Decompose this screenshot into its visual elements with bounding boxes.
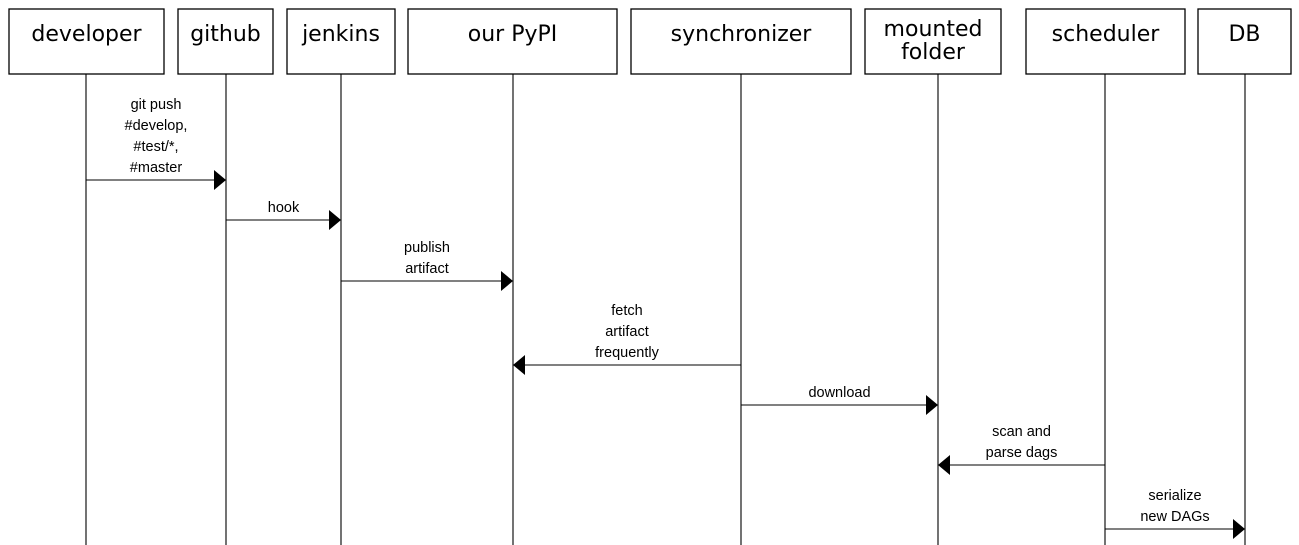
message-synchronizer-to-pypi: fetch artifact frequently [513, 303, 741, 375]
message-scheduler-to-db: serialize new DAGs [1105, 488, 1245, 539]
participant-label: our PyPI [468, 22, 557, 47]
message-label: hook [268, 200, 300, 216]
participant-github: github [177, 8, 274, 75]
participant-box [286, 8, 396, 75]
messages: git push #develop, #test/*, #master hook publ… [86, 97, 1245, 539]
participant-synchronizer: synchronizer [630, 8, 852, 75]
participant-box [407, 8, 618, 75]
message-label: frequently [595, 345, 659, 361]
message-label: #develop, [125, 118, 188, 134]
participant-label: github [190, 22, 261, 47]
participant-box [864, 8, 1002, 75]
participant-label: jenkins [301, 22, 380, 47]
arrowhead-icon [926, 395, 938, 415]
participant-scheduler: scheduler [1025, 8, 1186, 75]
message-label: new DAGs [1140, 509, 1209, 525]
message-label: git push [131, 97, 182, 113]
participant-label: folder [901, 40, 966, 65]
message-github-to-jenkins: hook [226, 200, 341, 230]
participant-label: scheduler [1052, 22, 1161, 47]
participants: developer github jenkins our PyPI synchroniz… [8, 8, 1292, 75]
message-label: publish [404, 240, 450, 256]
arrowhead-icon [329, 210, 341, 230]
message-jenkins-to-pypi: publish artifact [341, 240, 513, 291]
arrowhead-icon [938, 455, 950, 475]
participant-label: developer [31, 22, 142, 47]
message-label: artifact [605, 324, 649, 340]
arrowhead-icon [513, 355, 525, 375]
participant-db: DB [1197, 8, 1292, 75]
participant-box [8, 8, 165, 75]
message-label: #master [130, 160, 183, 176]
arrowhead-icon [501, 271, 513, 291]
participant-box [630, 8, 852, 75]
participant-developer: developer [8, 8, 165, 75]
message-label: scan and [992, 424, 1051, 440]
message-synchronizer-to-mounted-folder: download [741, 385, 938, 415]
arrowhead-icon [1233, 519, 1245, 539]
message-label: #test/*, [133, 139, 178, 155]
message-label: serialize [1148, 488, 1201, 504]
message-label: fetch [611, 303, 642, 319]
participant-label: DB [1228, 22, 1260, 47]
participant-box [177, 8, 274, 75]
message-label: download [808, 385, 870, 401]
message-scheduler-to-mounted-folder: scan and parse dags [938, 424, 1105, 475]
message-developer-to-github: git push #develop, #test/*, #master [86, 97, 226, 190]
participant-label: synchronizer [671, 22, 813, 47]
lifelines [85, 74, 1246, 545]
message-label: artifact [405, 261, 449, 277]
message-label: parse dags [986, 445, 1058, 461]
arrowhead-icon [214, 170, 226, 190]
participant-pypi: our PyPI [407, 8, 618, 75]
participant-label: mounted [884, 17, 983, 42]
participant-box [1025, 8, 1186, 75]
participant-jenkins: jenkins [286, 8, 396, 75]
participant-box [1197, 8, 1292, 75]
